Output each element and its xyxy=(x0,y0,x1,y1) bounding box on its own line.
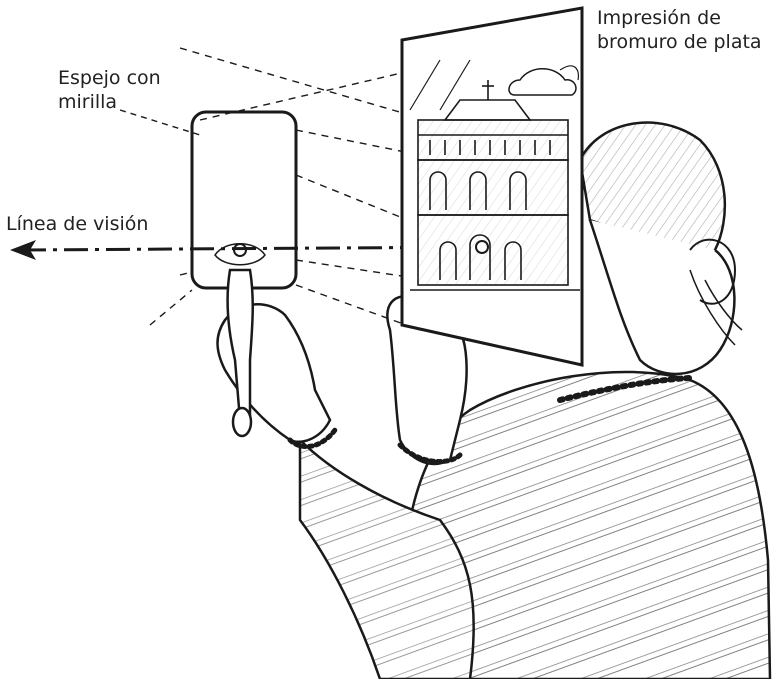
mirror-label-line2: mirilla xyxy=(58,91,118,113)
print-label: Impresión de bromuro de plata xyxy=(597,6,762,54)
head xyxy=(557,121,743,403)
robe xyxy=(298,370,772,679)
print-label-line1: Impresión de xyxy=(597,7,721,29)
silver-bromide-print xyxy=(400,6,584,367)
line-of-sight-label: Línea de visión xyxy=(6,213,149,235)
print-label-line2: bromuro de plata xyxy=(597,31,762,53)
mirror xyxy=(190,110,298,438)
left-hand xyxy=(386,295,468,466)
mirror-label: Espejo con mirilla xyxy=(58,66,161,114)
label-leaders xyxy=(119,109,201,136)
mirror-label-line1: Espejo con xyxy=(58,67,161,89)
